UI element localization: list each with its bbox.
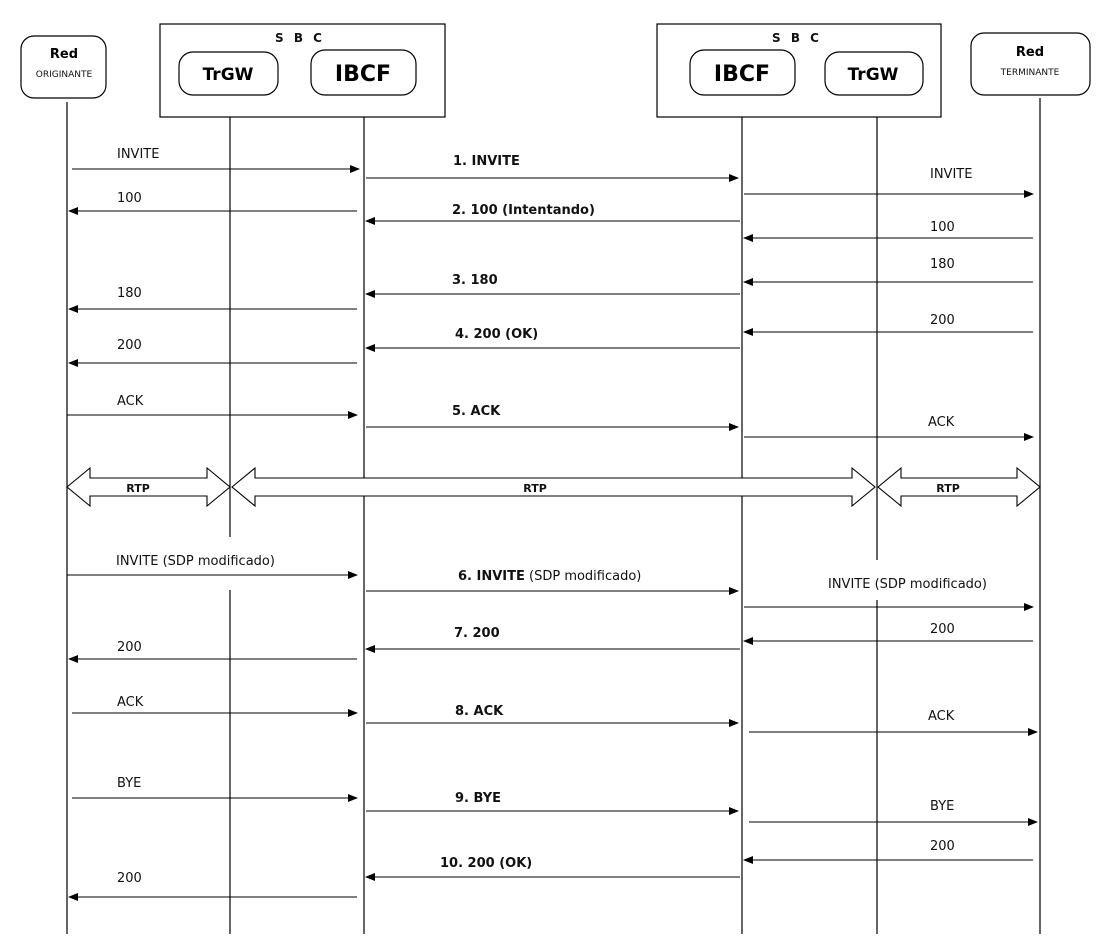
msg-label: 1. INVITE [453, 154, 520, 169]
red-terminante-title: Red [1016, 45, 1044, 60]
msg-label: 10. 200 (OK) [440, 856, 532, 871]
sbc-right-title: S B C [772, 31, 822, 45]
trgw-right-node [824, 51, 924, 96]
msg-label: 100 [117, 191, 142, 206]
msg-label-bold-part: 6. INVITE [458, 569, 525, 584]
msg-label: 2. 100 (Intentando) [452, 203, 595, 218]
trgw-left-label: TrGW [203, 65, 254, 85]
rtp-streams [66, 466, 1041, 508]
msg-label: INVITE [930, 167, 972, 182]
msg-label: 4. 200 (OK) [455, 327, 538, 342]
sbc-left-title: S B C [275, 31, 325, 45]
msg-label: 200 [930, 839, 955, 854]
msg-label: ACK [928, 415, 955, 430]
msg-label: 100 [930, 220, 955, 235]
sbc-right-box: S B C IBCF TrGW [656, 23, 942, 118]
red-terminante-node: Red TERMINANTE [970, 32, 1091, 96]
ibcf-left-node [310, 49, 417, 96]
red-terminante-subtitle: TERMINANTE [1000, 68, 1060, 78]
msg-label: 9. BYE [455, 791, 501, 806]
rtp-label-left: RTP [126, 482, 150, 495]
ibcf-right-node [689, 49, 796, 96]
msg-label-plain-part: (SDP modificado) [525, 569, 642, 584]
rtp-arrow-left [66, 466, 231, 508]
sbc-left-box: S B C TrGW IBCF [159, 23, 446, 118]
msg-label: 180 [117, 286, 142, 301]
trgw-left-node [178, 51, 279, 96]
msg-label: 3. 180 [452, 273, 498, 288]
message-labels: INVITE 1. INVITE INVITE 100 2. 100 (Inte… [116, 147, 987, 886]
msg-label: 5. ACK [452, 404, 501, 419]
msg-label: 200 [117, 338, 142, 353]
trgw-right-label: TrGW [848, 65, 899, 85]
msg-label: 200 [930, 313, 955, 328]
msg-label: INVITE (SDP modificado) [116, 554, 275, 569]
rtp-arrow-middle [231, 466, 876, 508]
msg-label: 200 [930, 622, 955, 637]
msg-label: INVITE [117, 147, 159, 162]
msg-label: 200 [117, 871, 142, 886]
lifelines [66, 98, 1041, 934]
msg-label: BYE [930, 799, 954, 814]
msg-label: 200 [117, 640, 142, 655]
msg-label: 7. 200 [454, 626, 500, 641]
msg-label: BYE [117, 776, 141, 791]
msg-label: ACK [928, 709, 955, 724]
rtp-arrow-right [877, 466, 1041, 508]
msg-label: ACK [117, 394, 144, 409]
red-originante-subtitle: ORIGINANTE [36, 70, 93, 80]
red-originante-node: Red ORIGINANTE [20, 35, 107, 99]
msg-label: ACK [117, 695, 144, 710]
msg-label: INVITE (SDP modificado) [828, 577, 987, 592]
msg-label: 180 [930, 257, 955, 272]
ibcf-right-label: IBCF [714, 62, 770, 87]
rtp-label-right: RTP [936, 482, 960, 495]
msg-label: 6. INVITE (SDP modificado) [458, 569, 641, 584]
red-originante-title: Red [50, 47, 78, 62]
rtp-label-middle: RTP [523, 482, 547, 495]
ibcf-left-label: IBCF [335, 62, 391, 87]
msg-label: 8. ACK [455, 704, 504, 719]
message-arrows [67, 165, 1038, 901]
